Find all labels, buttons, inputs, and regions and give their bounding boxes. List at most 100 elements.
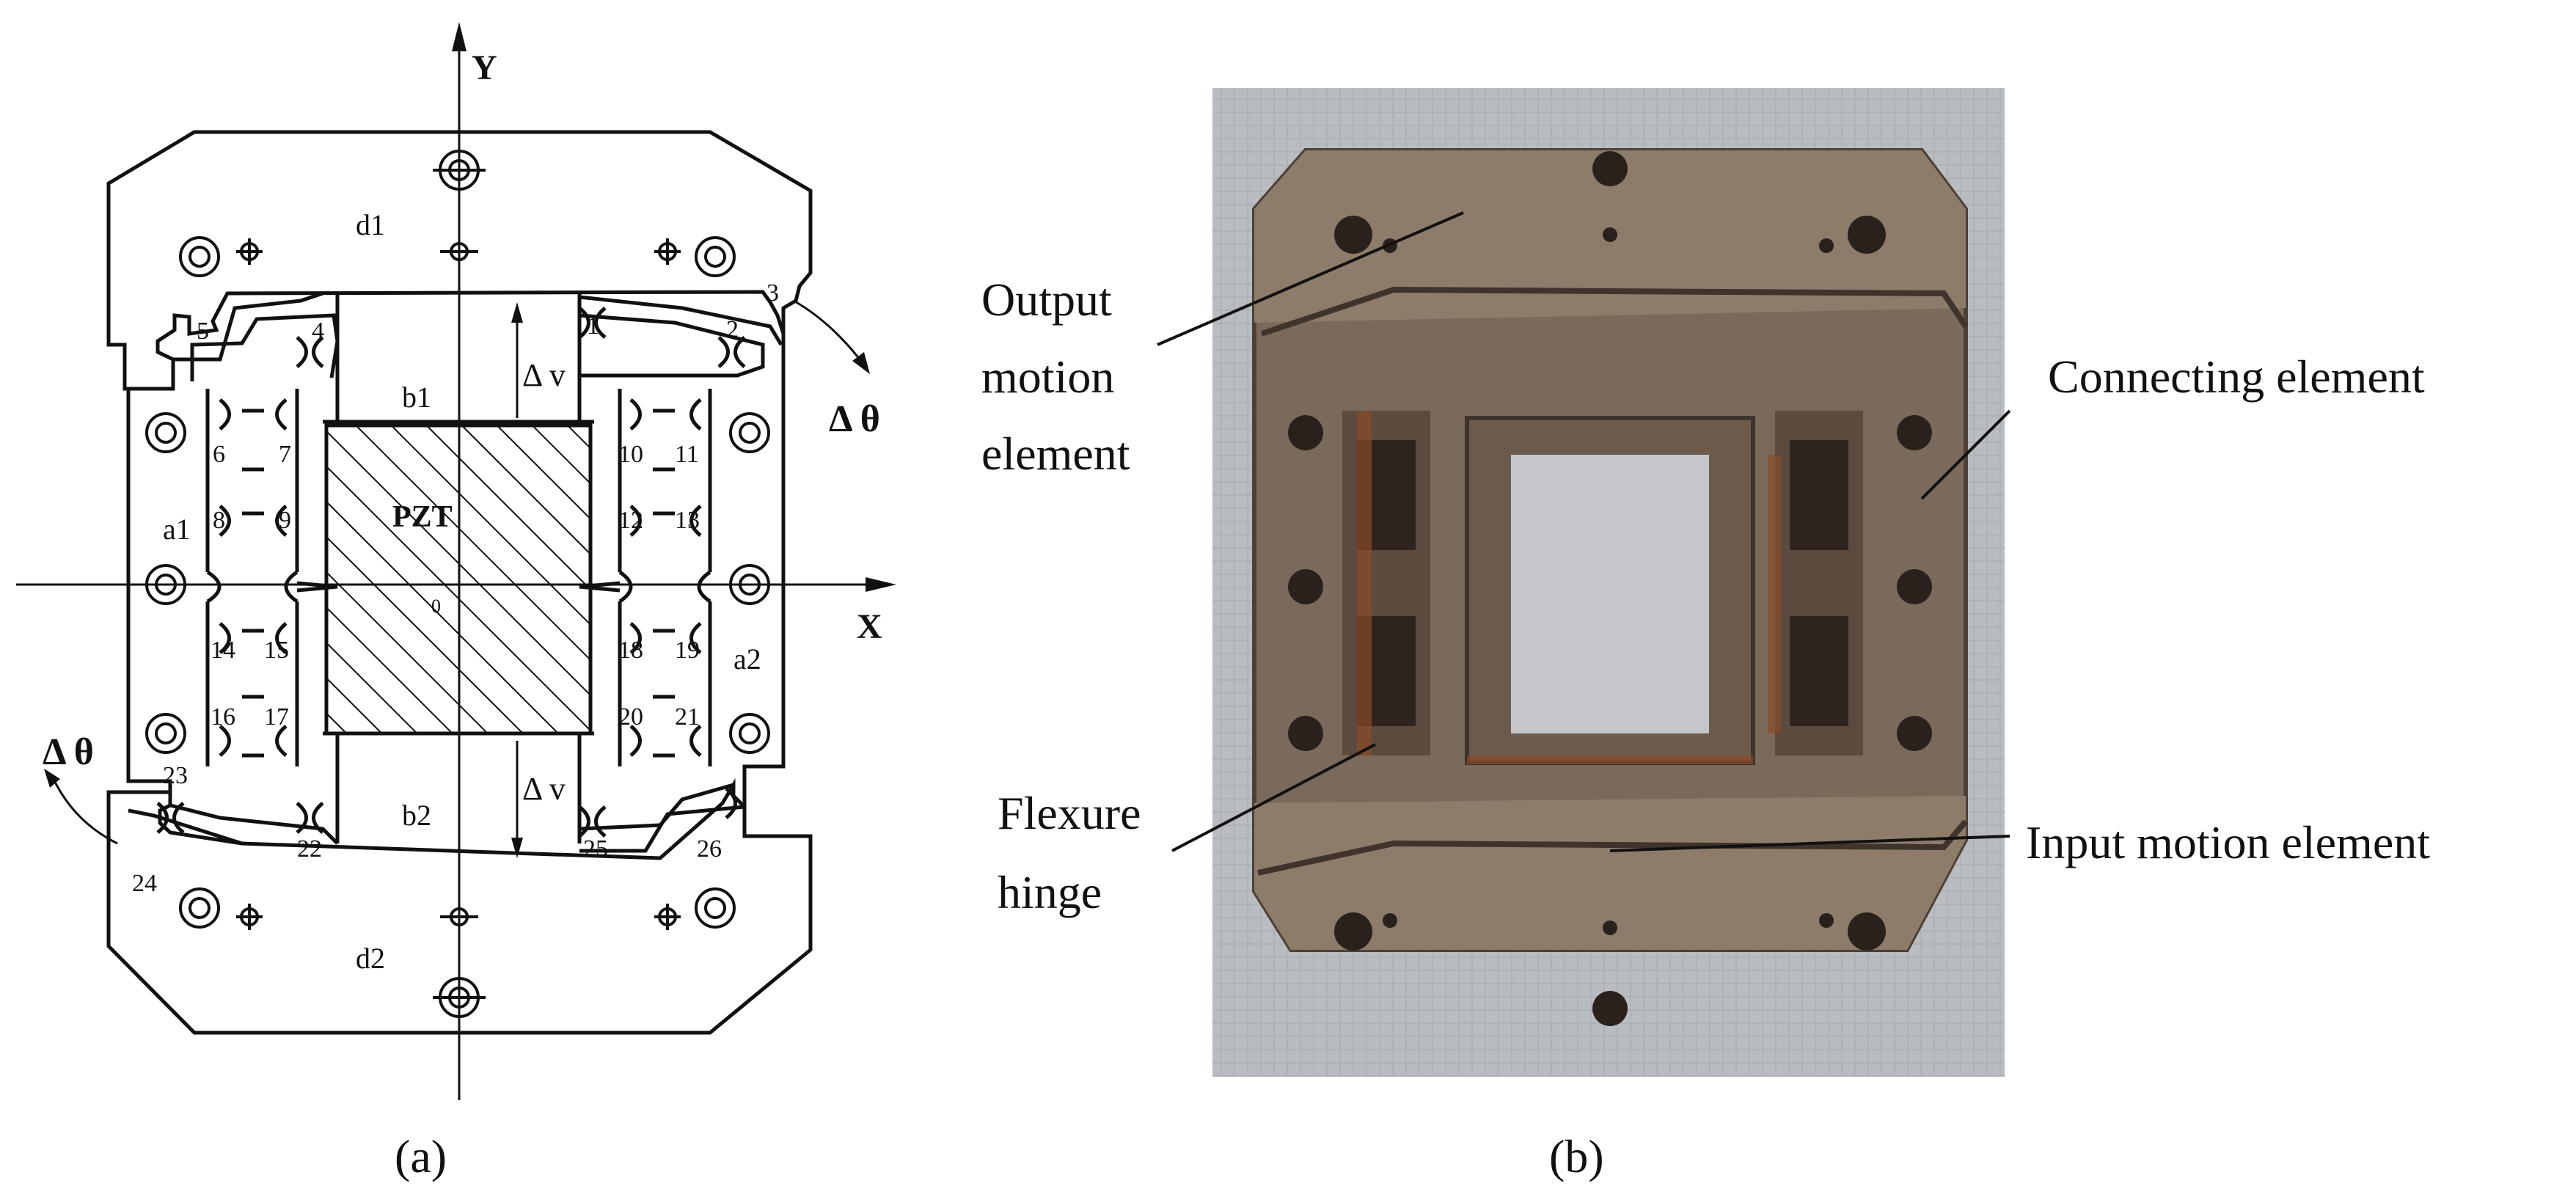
central-frame bbox=[323, 293, 594, 843]
hole-large bbox=[695, 887, 736, 929]
hinge-number: 24 bbox=[132, 870, 157, 897]
hinge-number: 21 bbox=[675, 703, 700, 731]
hole-small bbox=[236, 904, 263, 930]
hole-large bbox=[729, 564, 770, 605]
leader-input bbox=[1609, 835, 2010, 852]
hinge-number: 10 bbox=[618, 441, 643, 468]
label-connecting: Connecting element bbox=[2048, 351, 2425, 403]
photo-central-window bbox=[1511, 455, 1709, 733]
right-hinge-column bbox=[579, 389, 712, 766]
x-axis-arrow bbox=[866, 577, 896, 592]
bottom-channel-left bbox=[128, 808, 243, 846]
leader-connecting bbox=[1920, 409, 2011, 500]
top-channel-right-inner bbox=[579, 313, 765, 378]
leader-output bbox=[1157, 211, 1464, 346]
hinge-number: 25 bbox=[583, 835, 608, 863]
hinge-number: 1 bbox=[587, 312, 599, 340]
caption-a: (a) bbox=[395, 1130, 447, 1182]
region-b1: b1 bbox=[402, 381, 431, 414]
hole-large bbox=[145, 713, 186, 754]
pzt-label: PZT bbox=[392, 500, 453, 534]
hole-small bbox=[440, 242, 478, 261]
schematic-labels: Y X 0 PZT Δ θ Δ θ Δ v Δ v d1 d2 b1 b2 a1… bbox=[43, 48, 882, 1182]
hole-large bbox=[729, 713, 770, 754]
region-d1: d1 bbox=[356, 208, 385, 241]
label-flexure-line1: Flexure bbox=[998, 787, 1141, 839]
photo-right-slot bbox=[1790, 440, 1848, 550]
origin-label: 0 bbox=[431, 596, 441, 617]
bottom-plate-outline bbox=[106, 777, 813, 1035]
label-flexure-line2: hinge bbox=[998, 866, 1102, 918]
x-axis-label: X bbox=[857, 607, 882, 646]
hinge-number: 16 bbox=[211, 703, 235, 731]
y-axis-arrow bbox=[452, 22, 466, 51]
hinge-number: 17 bbox=[264, 703, 289, 731]
hinge-number: 9 bbox=[279, 507, 291, 534]
photo-rust bbox=[1357, 411, 1781, 764]
photo-holes bbox=[1288, 151, 1932, 1026]
hinge-number: 26 bbox=[697, 835, 722, 863]
bottom-channel-right-inner bbox=[579, 805, 745, 853]
region-d2: d2 bbox=[356, 942, 385, 975]
hole-small bbox=[654, 904, 681, 930]
delta-theta-arrows bbox=[44, 299, 870, 845]
hinge-number: 14 bbox=[211, 637, 235, 664]
region-a2: a2 bbox=[733, 643, 761, 676]
y-axis-label: Y bbox=[472, 48, 497, 87]
delta-v-arrows bbox=[511, 302, 523, 858]
hinge-number: 3 bbox=[766, 279, 779, 307]
left-hinge-column bbox=[205, 389, 338, 766]
delta-v-top-label: Δ v bbox=[522, 357, 566, 393]
middle-body-right bbox=[742, 334, 786, 807]
hole-large bbox=[179, 887, 220, 929]
label-output-line2: motion bbox=[981, 351, 1114, 403]
delta-theta-bottom-label: Δ θ bbox=[43, 731, 94, 773]
delta-theta-top-label: Δ θ bbox=[829, 398, 880, 440]
top-channel-left bbox=[171, 291, 323, 389]
hinge-notches bbox=[156, 307, 746, 838]
hole-large bbox=[695, 236, 736, 277]
axes bbox=[16, 22, 896, 1100]
hole-small bbox=[236, 238, 263, 265]
hinge-number: 7 bbox=[279, 441, 291, 468]
hinge-number: 23 bbox=[163, 762, 188, 789]
hole-large bbox=[145, 412, 186, 453]
hinge-number: 15 bbox=[264, 637, 289, 664]
hinge-number: 18 bbox=[618, 637, 643, 664]
hole-small bbox=[654, 238, 681, 265]
delta-v-bottom-label: Δ v bbox=[522, 771, 566, 807]
region-b2: b2 bbox=[402, 799, 431, 832]
region-a1: a1 bbox=[163, 513, 191, 546]
hinge-number: 11 bbox=[675, 441, 699, 468]
photo-channel-top bbox=[1260, 286, 1969, 337]
hinge-number: 12 bbox=[618, 507, 643, 534]
hinge-number: 6 bbox=[213, 441, 225, 468]
photo-labels: Output motion element Connecting element… bbox=[981, 274, 2430, 1182]
hole-small bbox=[440, 907, 478, 926]
hinge-number: 2 bbox=[726, 316, 739, 343]
hole-large bbox=[145, 564, 186, 605]
hinge-number: 8 bbox=[213, 507, 225, 534]
hole-large bbox=[433, 977, 486, 1018]
hinge-number: 13 bbox=[675, 507, 700, 534]
top-channel-right bbox=[579, 295, 783, 346]
label-output-line3: element bbox=[981, 428, 1130, 480]
hinge-number: 4 bbox=[312, 318, 324, 345]
photo-right-slot bbox=[1790, 616, 1848, 726]
hole-large bbox=[433, 150, 486, 191]
label-input: Input motion element bbox=[2026, 816, 2430, 868]
photo-input-element bbox=[1254, 796, 1966, 950]
hinge-number: 5 bbox=[197, 318, 209, 345]
hinge-number: 22 bbox=[297, 835, 322, 863]
bottom-channel-left-inner bbox=[169, 803, 339, 845]
schematic-a bbox=[106, 130, 813, 1035]
holes bbox=[145, 150, 770, 1018]
hole-large bbox=[179, 236, 220, 277]
caption-b: (b) bbox=[1549, 1130, 1604, 1182]
hinge-number: 19 bbox=[675, 637, 700, 664]
label-output-line1: Output bbox=[981, 274, 1112, 326]
photo-channel-bottom bbox=[1257, 819, 1969, 876]
photo-leader-lines bbox=[1157, 211, 2011, 852]
photo-b bbox=[1212, 88, 2005, 1077]
